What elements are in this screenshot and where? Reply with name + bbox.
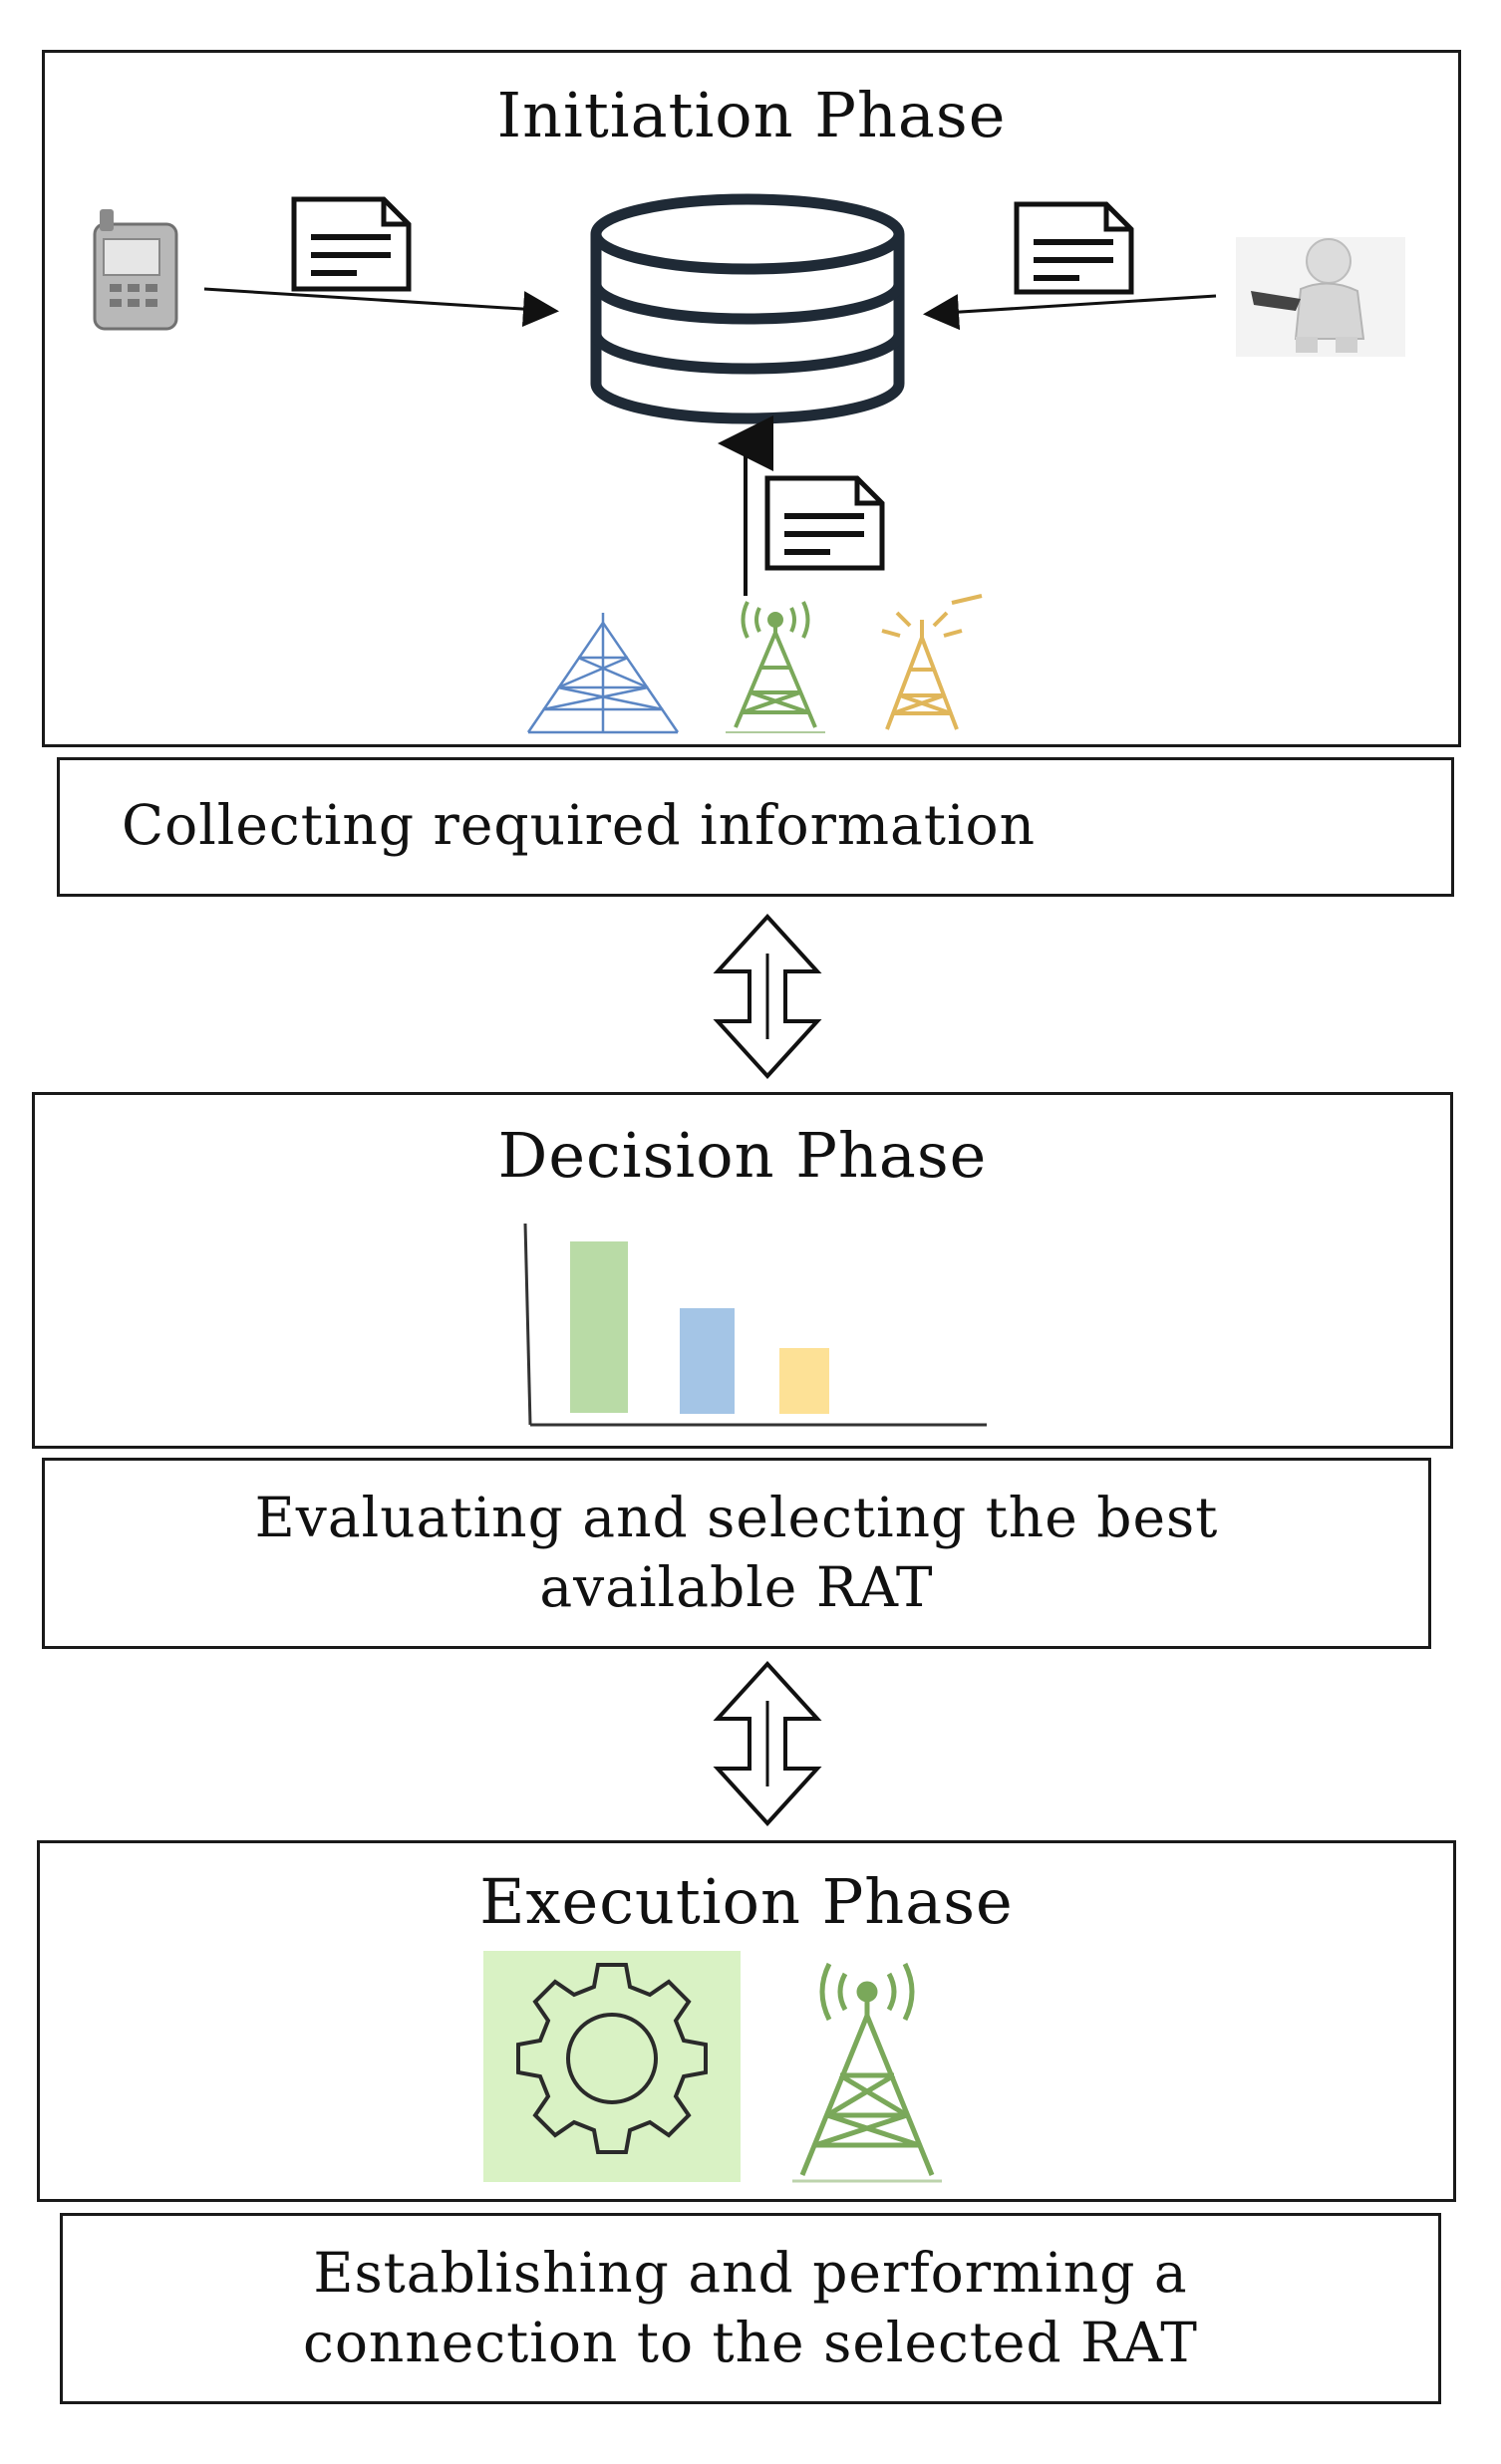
decision-caption-line2: available RAT (539, 1555, 934, 1619)
gear-icon (483, 1951, 741, 2182)
double-arrow-icon (713, 914, 822, 1079)
arrow-person-to-database (923, 294, 1217, 331)
cell-tower-icon (792, 1962, 942, 2183)
document-icon (291, 196, 412, 292)
cell-tower-icon (881, 594, 983, 730)
initiation-caption: Collecting required information (122, 793, 1037, 857)
decision-caption-line1: Evaluating and selecting the best (254, 1486, 1219, 1549)
decision-caption-box: Evaluating and selecting the best availa… (42, 1458, 1431, 1649)
double-arrow-icon (713, 1661, 822, 1826)
decision-bar-chart-icon (523, 1223, 987, 1427)
initiation-phase-box: Initiation Phase (42, 50, 1461, 747)
initiation-caption-box: Collecting required information (57, 757, 1454, 897)
decision-phase-title: Decision Phase (497, 1119, 988, 1192)
person-icon (1236, 237, 1405, 357)
decision-bar (680, 1308, 735, 1414)
execution-phase-title: Execution Phase (479, 1865, 1014, 1938)
initiation-diagram (93, 193, 1405, 734)
execution-caption-line1: Establishing and performing a (313, 2241, 1188, 2305)
decision-bar (570, 1241, 628, 1413)
execution-phase-box: Execution Phase (37, 1840, 1456, 2202)
document-icon (1014, 201, 1134, 295)
execution-caption-box: Establishing and performing a connection… (60, 2213, 1441, 2404)
cell-tower-icon (726, 601, 825, 733)
decision-phase-box: Decision Phase (32, 1092, 1453, 1449)
decision-bar (779, 1348, 829, 1414)
phone-icon (93, 209, 178, 331)
cell-tower-icon (526, 613, 680, 734)
execution-icons (483, 1951, 942, 2183)
document-icon (764, 475, 885, 571)
execution-caption-line2: connection to the selected RAT (303, 2311, 1198, 2374)
initiation-phase-title: Initiation Phase (496, 79, 1007, 151)
database-icon (590, 193, 905, 424)
arrow-phone-to-database (203, 287, 559, 328)
